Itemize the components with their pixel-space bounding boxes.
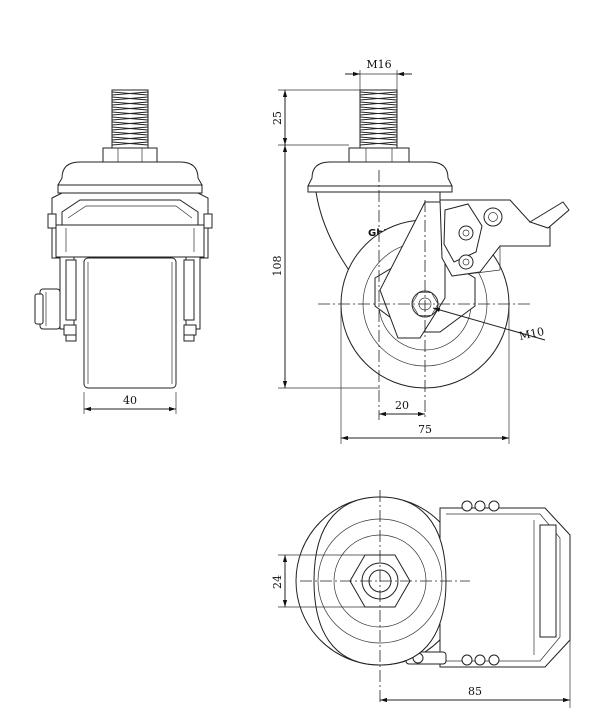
front-view: 40 <box>34 89 213 414</box>
dim-swivel-offset-label: 20 <box>395 399 409 412</box>
dim-axle-spec-label: M10 <box>518 325 545 343</box>
dim-wheel-width: 40 <box>83 392 177 414</box>
dim-total-height-label: 108 <box>271 256 284 277</box>
dim-stem-length-label: 25 <box>271 111 284 125</box>
side-threaded-stem <box>359 89 398 149</box>
front-brake-knob <box>34 288 61 330</box>
dim-wheel-diameter: 75 <box>340 304 510 444</box>
front-hex-nut <box>102 147 158 163</box>
front-threaded-stem <box>111 89 149 149</box>
dim-hex-size: 24 <box>271 554 365 608</box>
dim-thread-spec-label: M16 <box>366 58 391 71</box>
dim-wheel-diameter-label: 75 <box>418 423 432 436</box>
dim-thread-spec: M16 <box>345 58 412 90</box>
dim-overall-length: 85 <box>380 640 571 708</box>
front-wheel <box>83 257 177 389</box>
dim-swivel-offset: 20 <box>379 399 425 417</box>
front-top-plate <box>57 161 203 186</box>
dim-stem-length: 25 <box>271 89 360 146</box>
dim-wheel-width-label: 40 <box>123 394 137 407</box>
side-top-plate <box>307 161 453 187</box>
dim-hex-size-label: 24 <box>271 575 284 589</box>
top-view: 24 85 <box>271 490 571 708</box>
side-view: M16 25 108 GbL <box>271 58 570 444</box>
dim-axle-spec: M10 <box>432 307 545 343</box>
dim-overall-length-label: 85 <box>468 685 482 698</box>
side-brake-assembly <box>439 199 570 277</box>
front-fork <box>47 192 213 342</box>
side-hex-nut <box>348 147 410 163</box>
dim-total-height: 108 <box>271 145 380 389</box>
